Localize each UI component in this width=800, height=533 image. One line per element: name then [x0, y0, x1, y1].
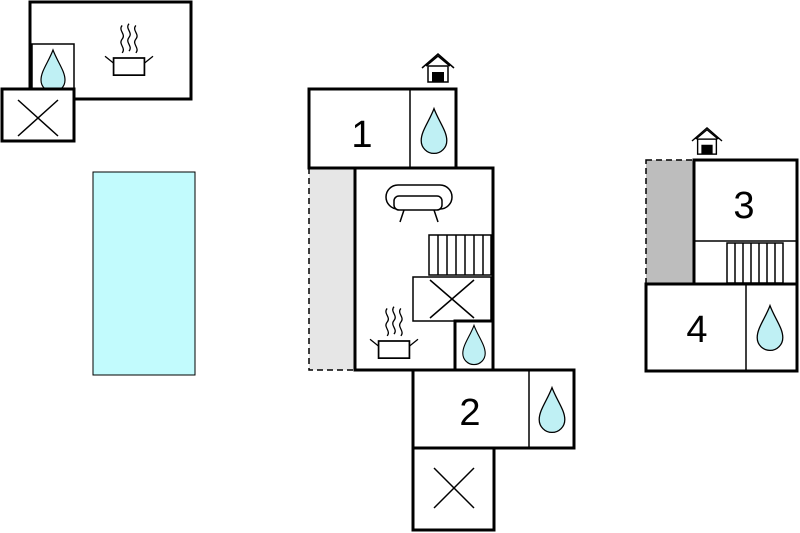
swimming-pool [92, 171, 196, 376]
room-4-label: 4 [686, 309, 707, 351]
terrace [308, 167, 356, 371]
terrace [645, 159, 695, 285]
room-2-label: 2 [459, 392, 480, 434]
stairs-icon [428, 234, 492, 276]
building-left [0, 0, 193, 143]
void-box [0, 87, 76, 143]
room-1-label: 1 [351, 114, 372, 156]
house-entrance-icon [421, 53, 455, 83]
sofa-icon [385, 184, 453, 223]
building-middle: 1 2 [307, 53, 576, 532]
house-entrance-icon [691, 127, 723, 155]
void-box [412, 276, 492, 322]
stairs-icon [726, 242, 784, 284]
room-3-label: 3 [733, 185, 754, 227]
building-right: 3 4 [644, 127, 799, 373]
